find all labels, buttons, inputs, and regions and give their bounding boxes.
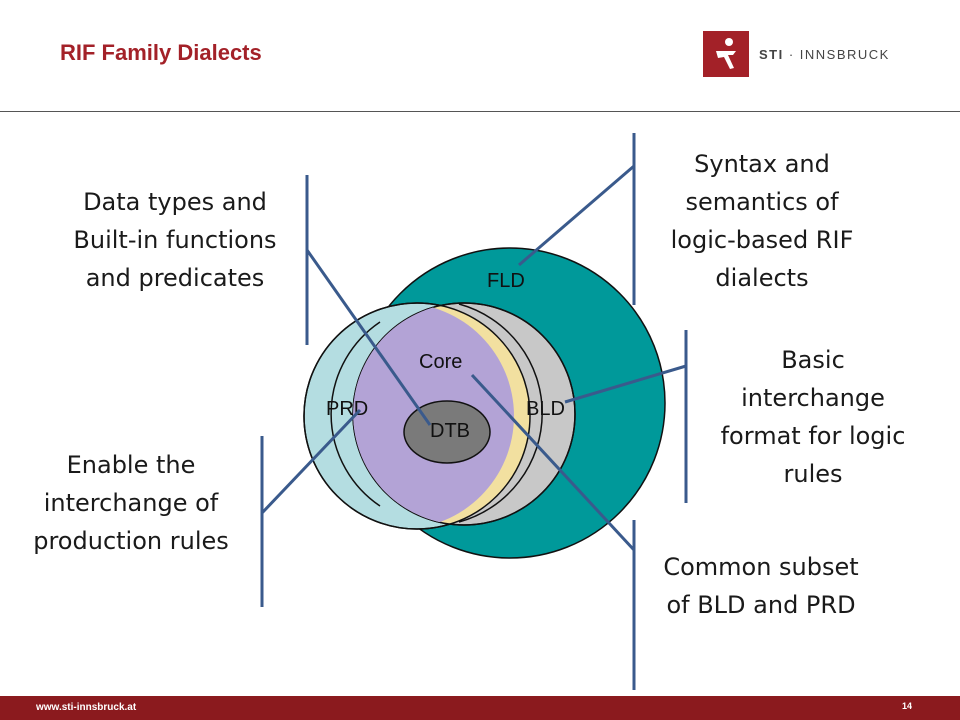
callout-common: Common subset of BLD and PRD (663, 553, 859, 619)
page-number: 14 (902, 701, 913, 711)
slide-title: RIF Family Dialects (60, 40, 262, 65)
sti-logo-text: STI · INNSBRUCK (759, 46, 890, 62)
callout-pointer-enable (260, 408, 362, 515)
dtb-label: DTB (430, 420, 470, 442)
callout-pointer-basic (564, 364, 687, 404)
callout-enable: Enable the interchange of production rul… (33, 451, 229, 555)
callout-pointer-syntax (518, 164, 635, 267)
sti-logo: STI · INNSBRUCK (703, 31, 890, 77)
core-label: Core (419, 351, 462, 373)
callout-pointer-data-types (305, 249, 432, 426)
callout-data-types: Data types and Built-in functions and pr… (73, 188, 277, 292)
footer-bar: www.sti-innsbruck.at 14 (0, 696, 960, 720)
sti-logo-icon (703, 31, 749, 77)
callout-syntax: Syntax and semantics of logic-based RIF … (670, 150, 854, 292)
prd-label: PRD (326, 398, 368, 420)
bld-label: BLD (526, 398, 565, 420)
fld-label: FLD (487, 270, 525, 292)
header-divider (0, 111, 960, 112)
callout-basic: Basic interchange format for logic rules (720, 346, 906, 488)
callout-pointer-common (470, 373, 636, 552)
footer-url[interactable]: www.sti-innsbruck.at (36, 702, 137, 713)
